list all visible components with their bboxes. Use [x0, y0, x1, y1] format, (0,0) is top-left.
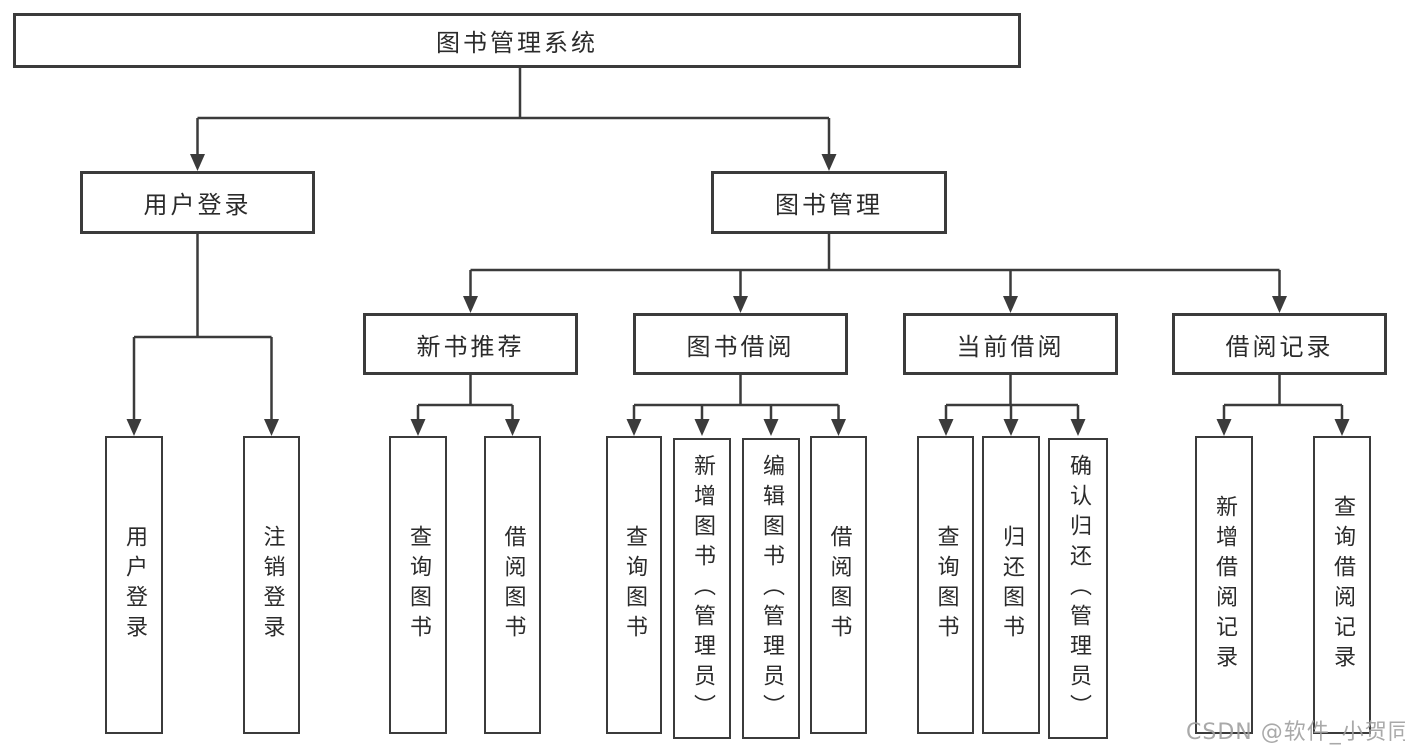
leaf-bb-edit-books-admin: 编辑图书（管理员）: [742, 438, 800, 739]
leaf-nbr-query-books: 查询图书: [389, 436, 447, 734]
node-new-book-recommendation: 新书推荐: [363, 313, 578, 375]
leaf-br-add-record: 新增借阅记录: [1195, 436, 1253, 734]
leaf-bb-borrow-books: 借阅图书: [810, 436, 867, 734]
leaf-user-login: 用户登录: [105, 436, 163, 734]
connector-bookmgmt-to-level3: [469, 234, 1281, 299]
leaf-nbr-borrow-books: 借阅图书: [484, 436, 541, 734]
leaf-logout: 注销登录: [243, 436, 300, 734]
csdn-watermark: CSDN @软件_小贺同学: [1186, 720, 1405, 745]
connector-records-to-leaves: [1222, 375, 1344, 422]
node-book-borrowing: 图书借阅: [633, 313, 848, 375]
connector-currentborrow-to-leaves: [944, 375, 1080, 422]
connector-userlogin-to-leaves: [132, 234, 273, 422]
leaf-bb-query-books: 查询图书: [606, 436, 662, 734]
node-book-management: 图书管理: [711, 171, 947, 234]
connector-borrowing-to-leaves: [632, 375, 840, 422]
leaf-cb-query-books: 查询图书: [917, 436, 974, 734]
leaf-bb-add-books-admin: 新增图书（管理员）: [673, 438, 731, 739]
node-root: 图书管理系统: [13, 13, 1021, 68]
connector-root-to-level2: [196, 68, 831, 157]
node-current-borrowing: 当前借阅: [903, 313, 1118, 375]
node-borrowing-records: 借阅记录: [1172, 313, 1387, 375]
connector-newbook-to-leaves: [416, 375, 514, 422]
leaf-cb-return-books: 归还图书: [982, 436, 1040, 734]
node-user-login: 用户登录: [80, 171, 315, 234]
leaf-cb-confirm-return-admin: 确认归还（管理员）: [1048, 438, 1108, 739]
leaf-br-query-record: 查询借阅记录: [1313, 436, 1371, 734]
